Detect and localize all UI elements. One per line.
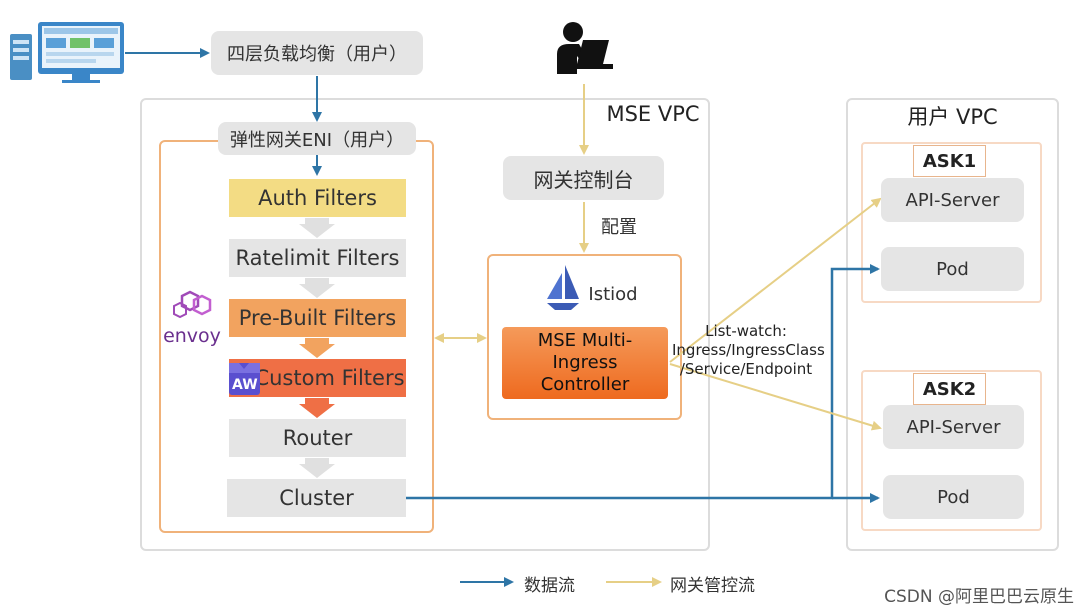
aw-badge-text: AW (232, 377, 258, 393)
apiserver2-node: API-Server (883, 405, 1024, 449)
mse-vpc-title: MSE VPC (606, 102, 700, 126)
l4-load-balancer-node: 四层负载均衡（用户） (211, 31, 423, 75)
list-watch-line-3: /Service/Endpoint (679, 360, 813, 378)
ask1-frame (861, 142, 1042, 303)
user-vpc-title: 用户 VPC (907, 105, 998, 129)
prebuilt-filters-node: Pre-Built Filters (229, 299, 406, 337)
legend-control-flow-label: 网关管控流 (670, 576, 755, 596)
list-watch-label: List-watch: Ingress/IngressClass /Servic… (672, 322, 825, 382)
list-watch-line-1: List-watch: (705, 322, 787, 340)
config-edge-label: 配置 (601, 217, 637, 238)
auth-filters-node: Auth Filters (229, 179, 406, 217)
ratelimit-filters-node: Ratelimit Filters (229, 239, 406, 277)
istiod-frame (487, 254, 682, 420)
legend-data-flow-label: 数据流 (524, 576, 575, 596)
watermark: CSDN @阿里巴巴云原生 (884, 587, 1074, 607)
wire-cluster-to-pod1 (405, 264, 880, 500)
gateway-console-node: 网关控制台 (503, 156, 664, 200)
chain-arrow-2 (299, 278, 335, 298)
cluster-node: Cluster (227, 479, 406, 517)
user-vpc-region (846, 98, 1059, 551)
eni-node: 弹性网关ENI（用户） (218, 122, 416, 155)
envoy-logo-text: envoy (163, 325, 221, 347)
ask2-frame (861, 370, 1042, 531)
chain-arrow-4 (299, 398, 335, 418)
chain-arrow-3 (299, 338, 335, 358)
server-monitor-icon (8, 20, 128, 84)
user-laptop-icon (553, 18, 615, 78)
list-watch-line-2: Ingress/IngressClass (672, 341, 825, 359)
wire-controller-to-apiserver2 (669, 363, 882, 431)
pod1-node: Pod (881, 247, 1024, 291)
aw-badge-icon: AW (229, 363, 260, 395)
mse-vpc-region (140, 98, 710, 551)
ask1-title: ASK1 (913, 145, 986, 177)
istio-sail-icon (545, 263, 581, 313)
envoy-logo-icon (168, 290, 222, 324)
router-node: Router (229, 419, 406, 457)
apiserver1-node: API-Server (881, 178, 1024, 222)
mse-controller-node: MSE Multi-Ingress Controller (502, 327, 668, 399)
istiod-label: Istiod (588, 283, 638, 305)
chain-arrow-5 (299, 458, 335, 478)
chain-arrow-1 (299, 218, 335, 238)
wire-controller-to-apiserver1 (669, 197, 882, 363)
pod2-node: Pod (883, 475, 1024, 519)
ask2-title: ASK2 (913, 373, 986, 405)
